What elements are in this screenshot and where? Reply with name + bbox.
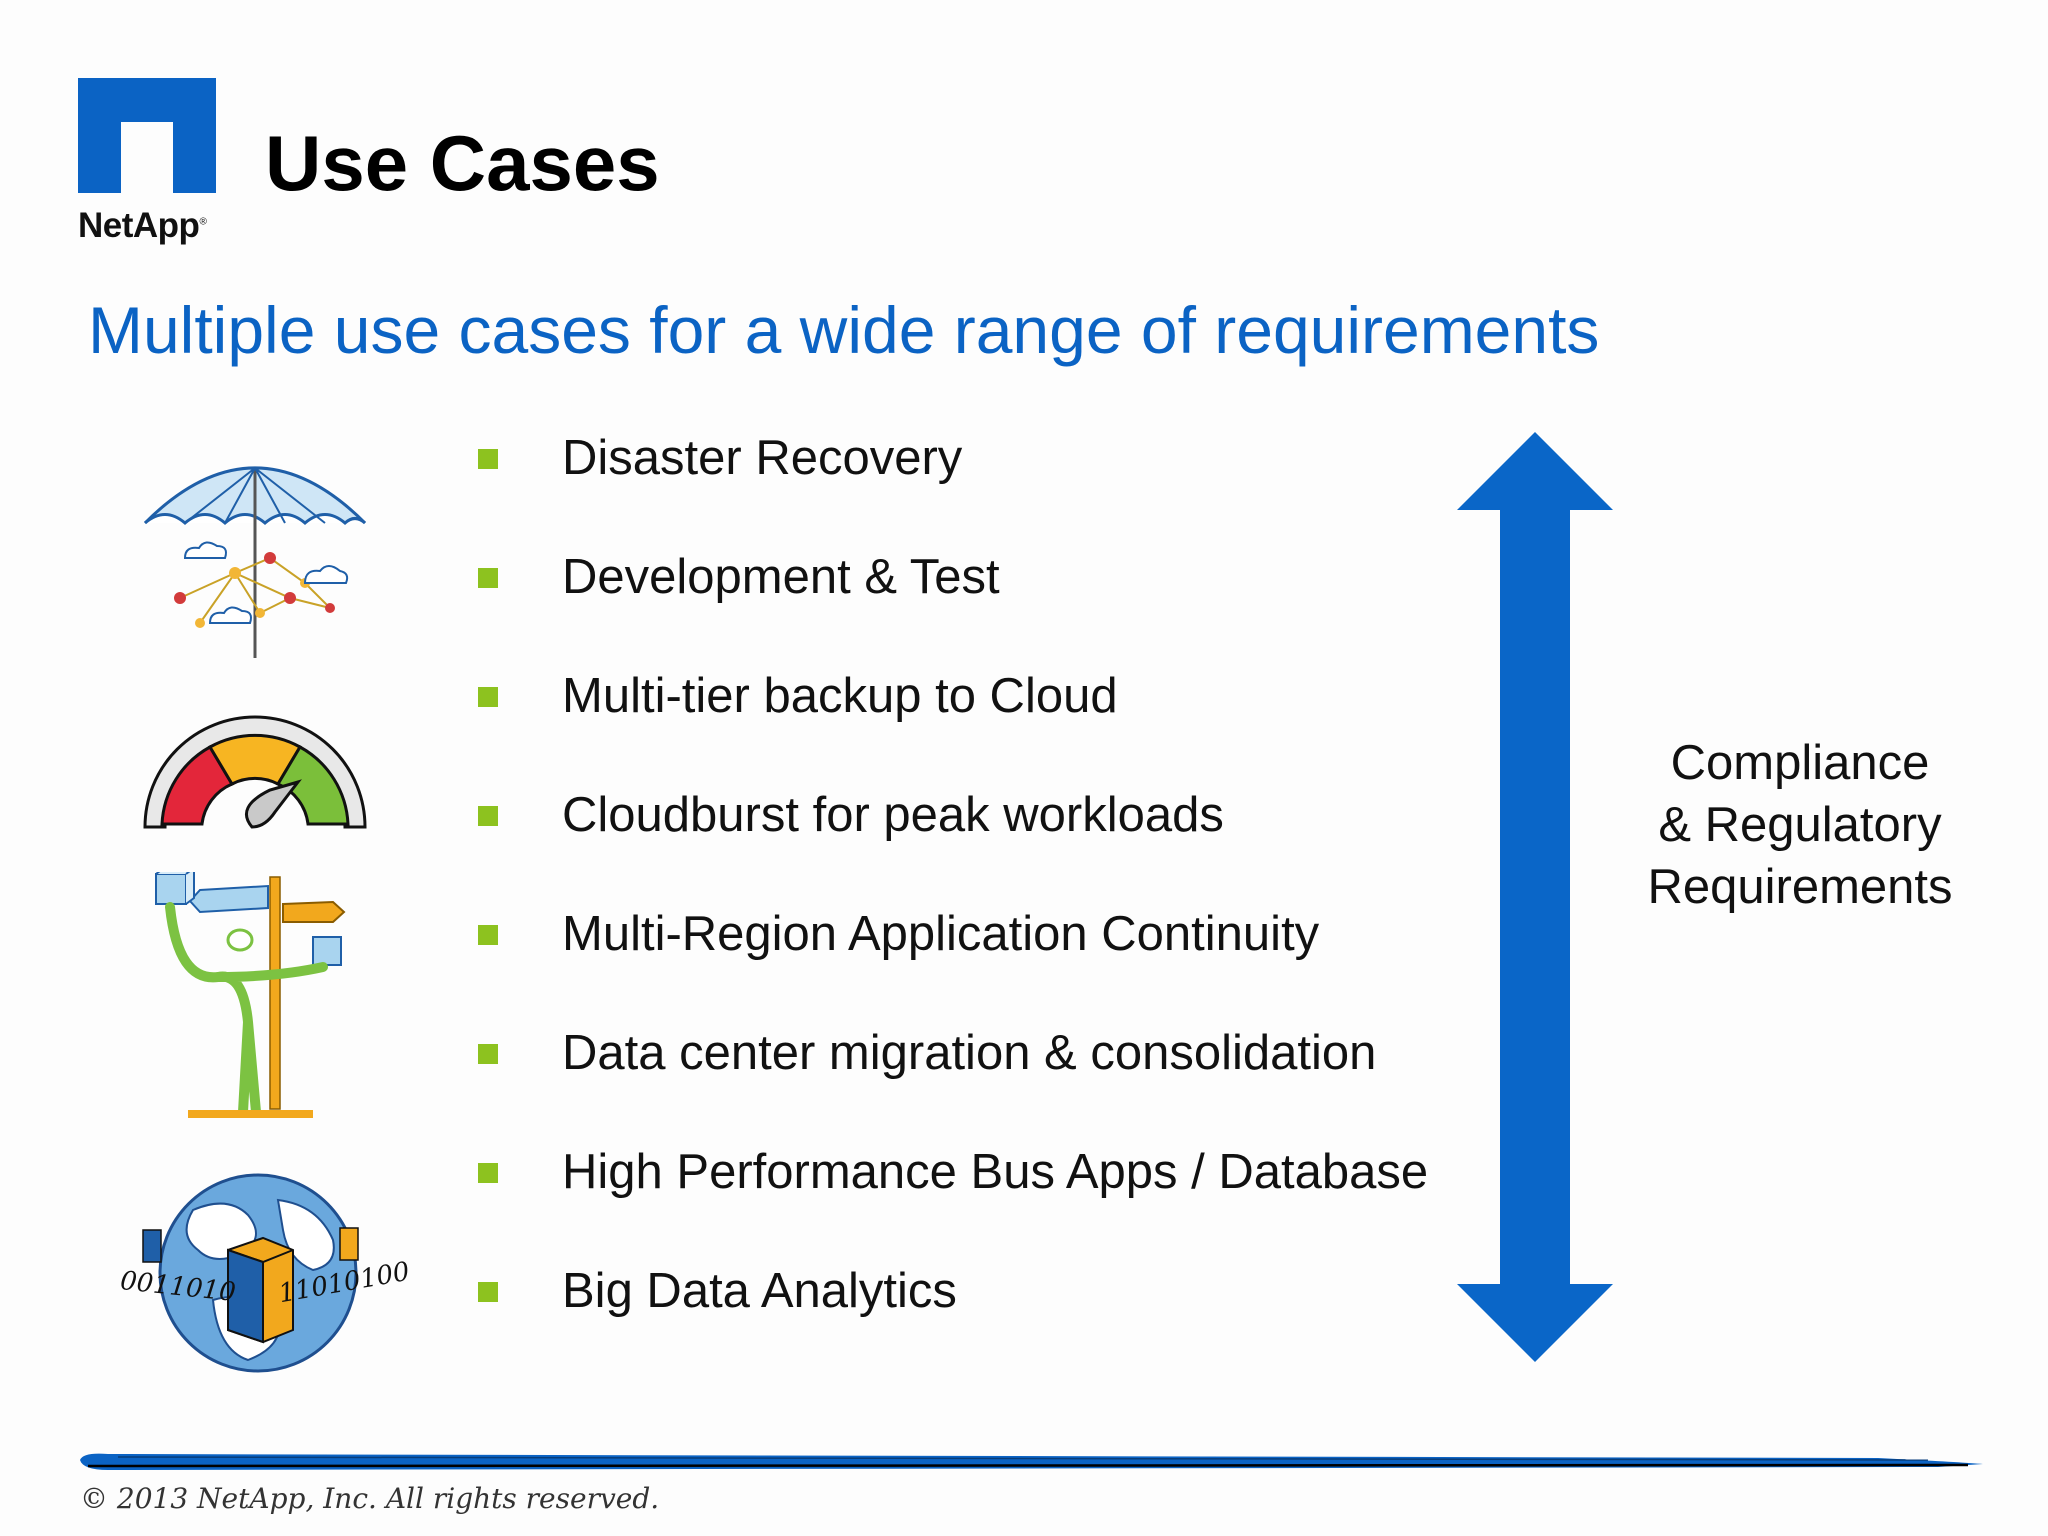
list-item: Big Data Analytics: [478, 1259, 1428, 1378]
globe-data-icon: 0011010 11010100: [118, 1170, 412, 1375]
globe-icon: [142, 1173, 359, 1373]
use-case-list: Disaster Recovery Development & Test Mul…: [478, 426, 1428, 1378]
footer-divider: [80, 1453, 1983, 1470]
bullet-square-icon: [478, 568, 498, 588]
list-item: Development & Test: [478, 545, 1428, 664]
list-item: Disaster Recovery: [478, 426, 1428, 545]
list-item: Multi-Region Application Continuity: [478, 902, 1428, 1021]
bullet-square-icon: [478, 806, 498, 826]
compliance-label: Compliance & Regulatory Requirements: [1600, 732, 2000, 918]
list-item: Data center migration & consolidation: [478, 1021, 1428, 1140]
compliance-line: Compliance: [1670, 736, 1930, 790]
bullet-square-icon: [478, 925, 498, 945]
logo-wordmark: NetApp®: [78, 206, 207, 245]
list-item: High Performance Bus Apps / Database: [478, 1140, 1428, 1259]
bullet-square-icon: [478, 1163, 498, 1183]
bullet-square-icon: [478, 687, 498, 707]
compliance-line: & Regulatory: [1658, 798, 1942, 852]
signpost-person-icon: [155, 872, 346, 1118]
double-arrow-icon: [1457, 432, 1613, 1362]
netapp-logo-icon: [78, 78, 216, 193]
copyright-text: © 2013 NetApp, Inc. All rights reserved.: [80, 1482, 660, 1515]
list-item: Multi-tier backup to Cloud: [478, 664, 1428, 783]
bullet-square-icon: [478, 449, 498, 469]
list-item: Cloudburst for peak workloads: [478, 783, 1428, 902]
compliance-line: Requirements: [1647, 860, 1953, 914]
netapp-logo: NetApp®: [78, 78, 228, 258]
umbrella-icon: [143, 466, 367, 658]
bullet-square-icon: [478, 1282, 498, 1302]
page-subtitle: Multiple use cases for a wide range of r…: [88, 293, 1600, 367]
bullet-square-icon: [478, 1044, 498, 1064]
speedometer-icon: [143, 715, 367, 829]
page-title: Use Cases: [265, 119, 660, 207]
